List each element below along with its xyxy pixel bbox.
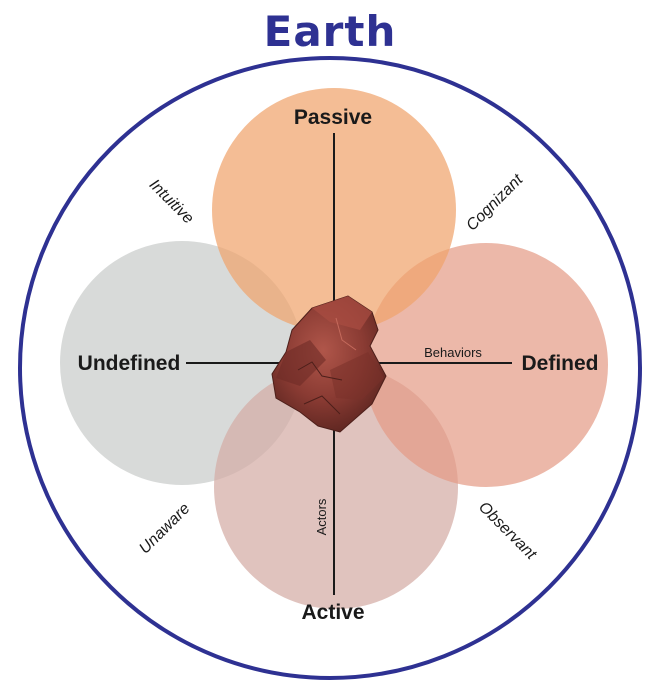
diagonal-label-observant: Observant	[475, 499, 540, 564]
axis-label-behaviors: Behaviors	[424, 345, 482, 360]
diagonal-label-intuitive: Intuitive	[146, 176, 197, 227]
diagonal-label-unaware: Unaware	[136, 500, 193, 557]
pole-label-undefined: Undefined	[78, 352, 181, 375]
pole-label-active: Active	[301, 601, 364, 624]
pole-label-passive: Passive	[294, 106, 372, 129]
axis-label-actors: Actors	[314, 498, 329, 535]
pole-label-defined: Defined	[521, 352, 598, 375]
diagonal-label-cognizant: Cognizant	[463, 171, 526, 234]
diagram-title: Earth	[264, 7, 397, 56]
